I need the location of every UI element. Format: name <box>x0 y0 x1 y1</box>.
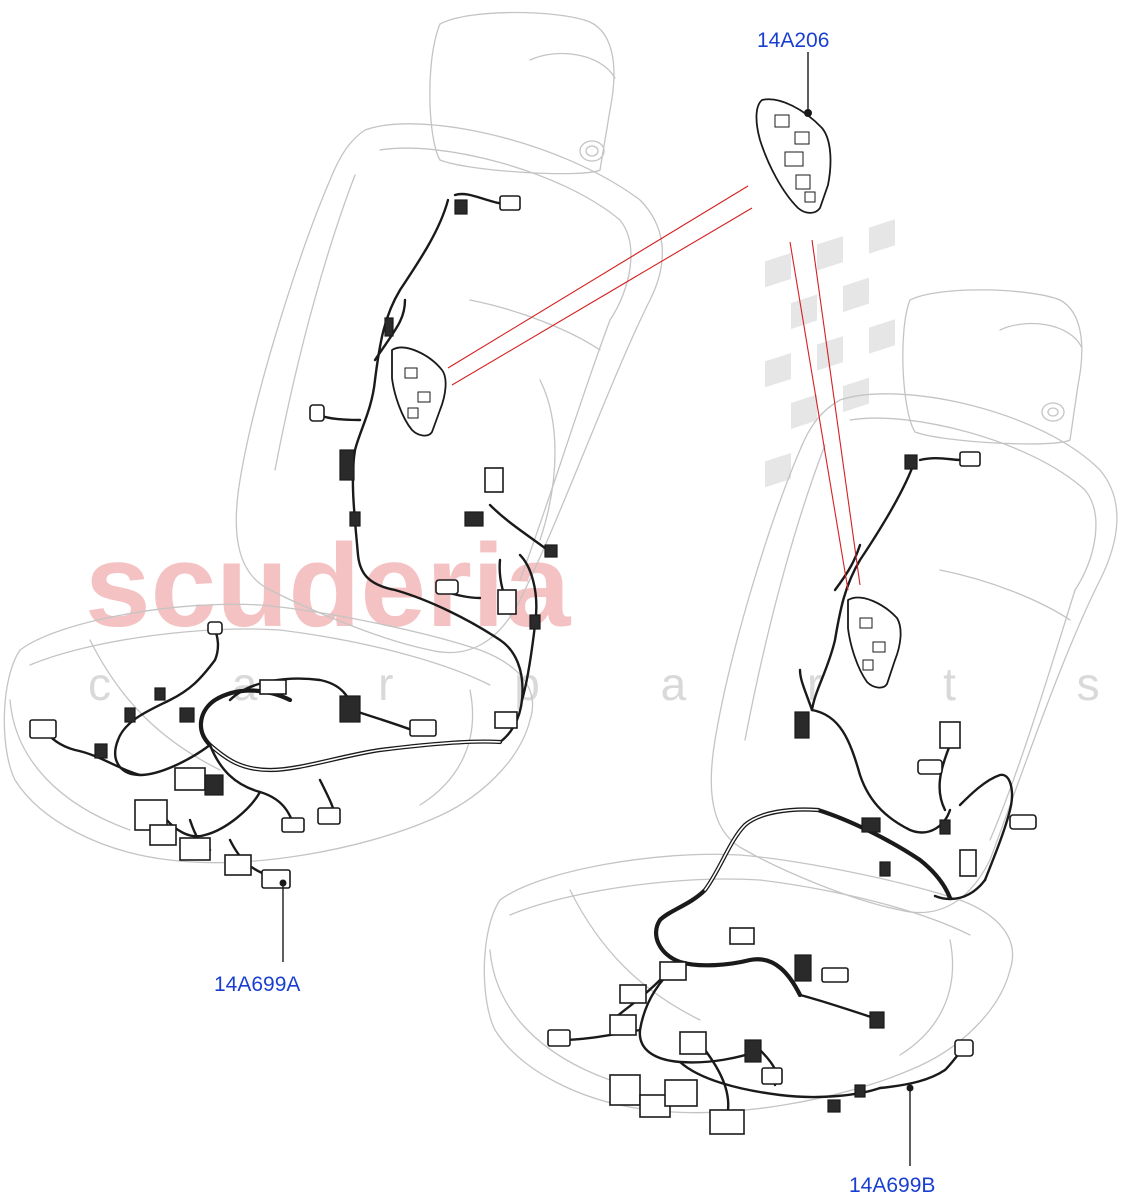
watermark-checker-flag <box>765 219 895 488</box>
watermark: scuderia c a r p a r t s <box>85 219 1128 710</box>
left-backrest-module <box>391 346 447 437</box>
leader-lines <box>279 52 914 1166</box>
right-backrest-module <box>847 596 902 689</box>
left-seat-outline <box>3 11 663 864</box>
reference-lines <box>447 185 861 591</box>
watermark-sub: c a r p a r t s <box>88 658 1128 710</box>
left-harness <box>29 192 558 889</box>
right-harness <box>547 451 1037 1135</box>
callout-14A699A[interactable]: 14A699A <box>214 973 300 996</box>
upper-module-14A206 <box>755 98 832 214</box>
callout-14A699B[interactable]: 14A699B <box>849 1174 935 1197</box>
right-seat-outline <box>483 289 1118 1114</box>
callout-14A206[interactable]: 14A206 <box>757 29 829 52</box>
watermark-brand: scuderia <box>85 520 572 652</box>
